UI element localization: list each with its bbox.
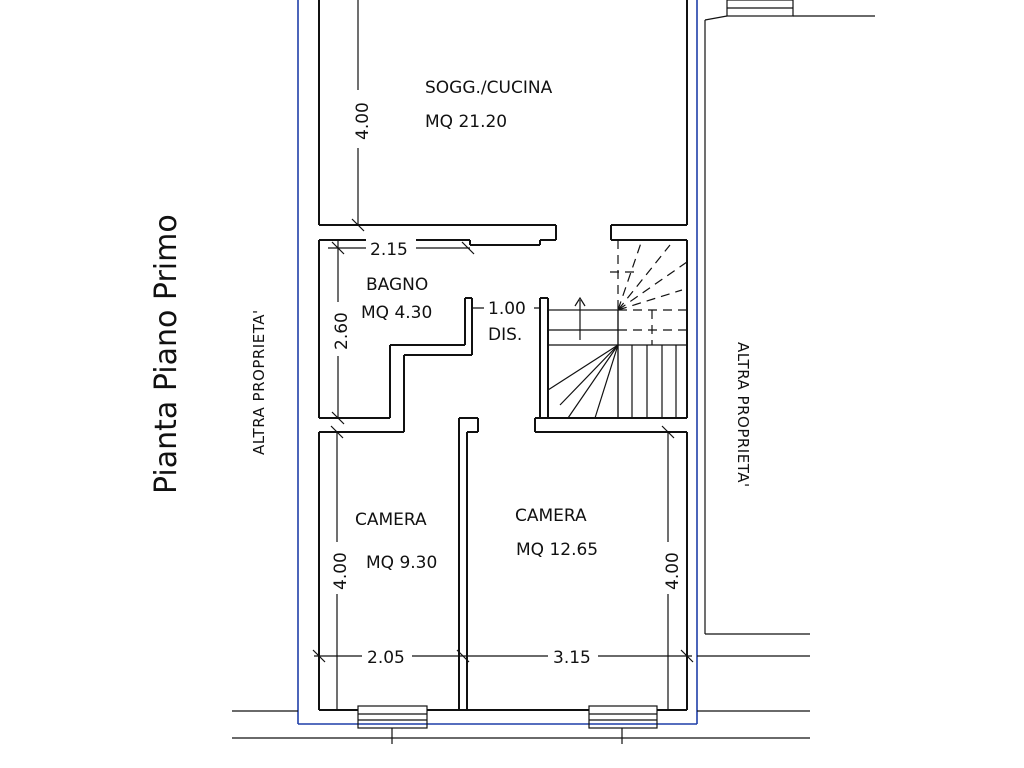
room-bagno-area: MQ 4.30 xyxy=(361,303,432,323)
property-boundary xyxy=(297,0,698,725)
room-camera-left-name: CAMERA xyxy=(355,510,427,530)
dim-soggiorno-height: 4.00 xyxy=(353,102,373,140)
dim-bagno-width: 2.15 xyxy=(370,240,408,260)
dim-camera-right-height: 4.00 xyxy=(663,552,683,590)
dim-camera-left-height: 4.00 xyxy=(331,552,351,590)
right-neighbor-outline xyxy=(232,15,875,744)
dim-camera-right-width: 3.15 xyxy=(553,648,591,668)
room-soggiorno-area: MQ 21.20 xyxy=(425,112,507,132)
room-soggiorno-name: SOGG./CUCINA xyxy=(425,78,553,98)
staircase xyxy=(547,239,688,419)
plan-title: Pianta Piano Primo xyxy=(149,214,184,494)
room-camera-right-area: MQ 12.65 xyxy=(516,540,598,560)
room-camera-left-area: MQ 9.30 xyxy=(366,553,437,573)
dim-disimpegno-width: 1.00 xyxy=(488,299,526,319)
dim-bagno-height: 2.60 xyxy=(332,312,352,350)
right-neighbor-label: ALTRA PROPRIETA' xyxy=(734,342,752,488)
dim-camera-left-width: 2.05 xyxy=(367,648,405,668)
outer-walls xyxy=(318,0,688,711)
left-neighbor-label: ALTRA PROPRIETA' xyxy=(250,309,268,455)
room-bagno-name: BAGNO xyxy=(366,275,428,295)
room-disimpegno-name: DIS. xyxy=(488,325,522,345)
window-camera-right xyxy=(588,705,658,729)
window-top xyxy=(726,0,794,17)
interior-walls xyxy=(319,224,687,710)
room-camera-right-name: CAMERA xyxy=(515,506,587,526)
